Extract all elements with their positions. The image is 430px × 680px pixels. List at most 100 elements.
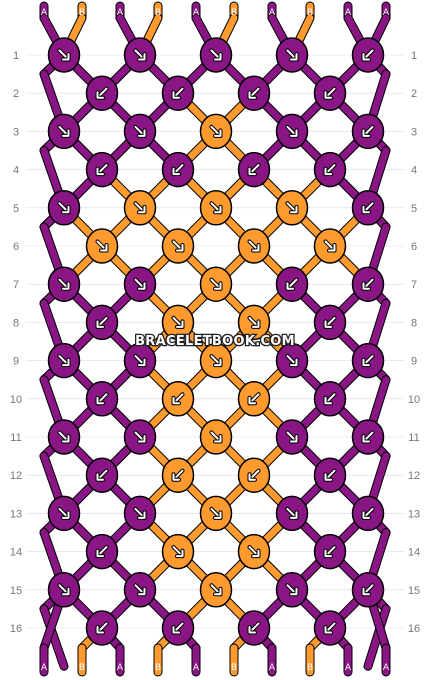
knot xyxy=(85,381,119,417)
knot-arrow-icon xyxy=(95,239,109,253)
knot-arrow-icon xyxy=(285,354,299,368)
knot xyxy=(123,572,157,608)
knot-arrow-icon xyxy=(95,621,109,635)
knot-arrow-icon xyxy=(95,545,109,559)
knot xyxy=(351,190,385,226)
knot-arrow-icon xyxy=(57,430,71,444)
row-label-right: 16 xyxy=(408,623,420,635)
knot-arrow-icon xyxy=(323,163,337,177)
knot-arrow-icon xyxy=(171,545,185,559)
knot xyxy=(47,190,81,226)
row-label-left: 10 xyxy=(10,394,22,406)
knot-arrow-icon xyxy=(285,201,299,215)
knot-arrow-icon xyxy=(57,48,71,62)
knot xyxy=(351,266,385,302)
knot xyxy=(123,37,157,73)
knot xyxy=(237,381,271,417)
strand-label: A xyxy=(193,663,200,673)
knot-arrow-icon xyxy=(285,583,299,597)
knot-arrow-icon xyxy=(95,468,109,482)
row-label-right: 15 xyxy=(408,585,420,597)
knot xyxy=(199,419,233,455)
knot-arrow-icon xyxy=(247,545,261,559)
knot-arrow-icon xyxy=(171,239,185,253)
row-label-right: 12 xyxy=(408,470,420,482)
knot xyxy=(275,266,309,302)
knot xyxy=(237,228,271,264)
knot xyxy=(47,495,81,532)
row-label-left: 7 xyxy=(13,279,19,291)
knot-arrow-icon xyxy=(171,468,185,482)
knot-arrow-icon xyxy=(209,354,223,368)
knot xyxy=(237,151,271,188)
strand-label: A xyxy=(269,663,276,673)
knot-arrow-icon xyxy=(133,48,147,62)
knot-arrow-icon xyxy=(285,124,299,138)
knot xyxy=(161,75,195,111)
knot xyxy=(161,381,195,417)
row-label-right: 8 xyxy=(411,317,417,329)
knot xyxy=(47,419,81,455)
strand-segment xyxy=(40,605,68,670)
knot-arrow-icon xyxy=(57,354,71,368)
knot-arrow-icon xyxy=(285,277,299,291)
knot xyxy=(313,533,347,570)
knot-arrow-icon xyxy=(361,583,375,597)
strand-label: B xyxy=(155,8,161,18)
knot-arrow-icon xyxy=(133,201,147,215)
knot xyxy=(237,457,271,493)
knot-arrow-icon xyxy=(361,201,375,215)
knot xyxy=(161,304,195,341)
knot xyxy=(47,342,81,379)
knot xyxy=(47,37,81,73)
knot-arrow-icon xyxy=(323,621,337,635)
strand-label: B xyxy=(231,8,237,18)
strand-label: A xyxy=(41,663,48,673)
row-label-right: 13 xyxy=(408,508,420,520)
knot xyxy=(47,572,81,608)
knot xyxy=(313,381,347,417)
knot xyxy=(275,342,309,379)
knot-arrow-icon xyxy=(209,201,223,215)
row-label-left: 4 xyxy=(13,165,19,177)
strand-label: B xyxy=(79,8,85,18)
knot xyxy=(199,572,233,608)
row-label-left: 15 xyxy=(10,585,22,597)
knot xyxy=(351,113,385,150)
knot xyxy=(161,457,195,493)
strand-label: A xyxy=(117,8,124,18)
strand-label: A xyxy=(117,663,124,673)
knot-arrow-icon xyxy=(57,124,71,138)
knot-arrow-icon xyxy=(361,354,375,368)
row-label-right: 10 xyxy=(408,394,420,406)
knot-arrow-icon xyxy=(247,86,261,100)
knot-arrow-icon xyxy=(171,163,185,177)
knot xyxy=(161,151,195,188)
strand-label: B xyxy=(231,663,237,673)
knot xyxy=(351,572,385,608)
knot xyxy=(161,228,195,264)
knot-arrow-icon xyxy=(323,392,337,406)
knot-arrow-icon xyxy=(323,86,337,100)
knot xyxy=(275,113,309,150)
knot-arrow-icon xyxy=(133,124,147,138)
row-label-left: 16 xyxy=(10,623,22,635)
knot xyxy=(85,610,119,646)
strand-label: A xyxy=(345,663,352,673)
knot-arrow-icon xyxy=(209,583,223,597)
knot xyxy=(237,75,271,111)
knot-arrow-icon xyxy=(171,315,185,329)
knot xyxy=(85,533,119,570)
knot xyxy=(313,151,347,188)
row-label-right: 6 xyxy=(411,241,417,253)
knot xyxy=(237,533,271,570)
knot-arrow-icon xyxy=(323,468,337,482)
knot xyxy=(85,75,119,111)
knot-arrow-icon xyxy=(285,506,299,520)
knot xyxy=(351,495,385,532)
knot xyxy=(351,342,385,379)
knot-arrow-icon xyxy=(361,124,375,138)
knot-arrow-icon xyxy=(133,354,147,368)
